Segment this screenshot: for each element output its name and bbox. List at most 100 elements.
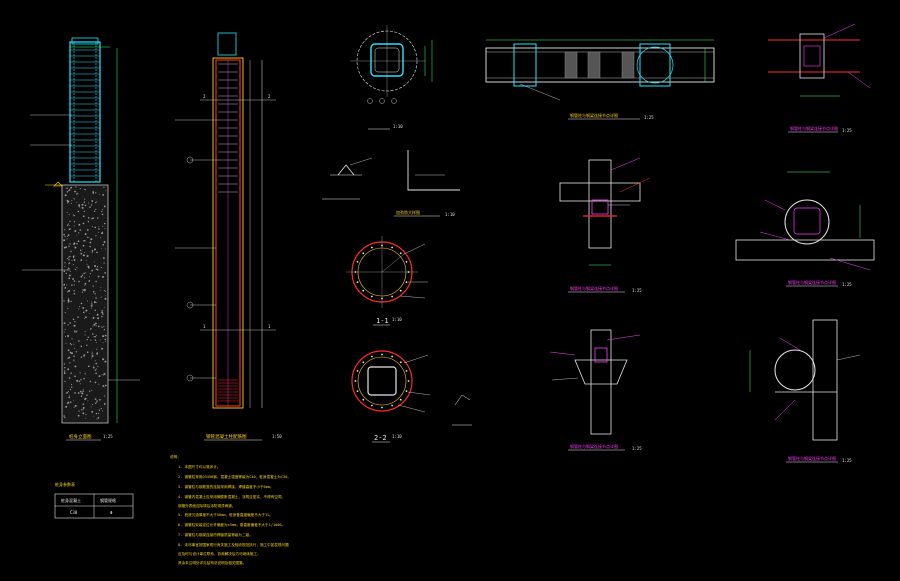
section-2-2-leader-c [397, 404, 426, 413]
aggregate-dot [103, 241, 106, 243]
aggregate-dot [91, 250, 94, 252]
aggregate-dot [95, 412, 98, 415]
table-cell-2: Φ [110, 510, 113, 515]
aggregate-dot [73, 284, 75, 286]
aggregate-dot [74, 392, 76, 394]
aggregate-dot [83, 202, 85, 203]
beam-elevation-drawing: 钢管柱与钢梁连接节点详图 1:25 [485, 39, 715, 120]
aggregate-dot [96, 418, 98, 420]
aggregate-dot [67, 298, 70, 300]
aggregate-dot [91, 403, 93, 406]
aggregate-dot [101, 311, 104, 314]
aggregate-dot [91, 301, 93, 303]
aggregate-dot [73, 290, 75, 292]
aggregate-dot [64, 417, 66, 419]
aggregate-dot [76, 234, 77, 236]
aggregate-dot [84, 373, 86, 375]
aggregate-dot [95, 280, 97, 283]
detail-small-scale: 1:10 [445, 212, 455, 217]
aggregate-dot [87, 265, 90, 268]
aggregate-dot [69, 322, 71, 324]
aggregate-dot [104, 338, 107, 341]
section-tag-1-right: 1 [268, 324, 271, 329]
aggregate-dot [74, 404, 77, 407]
node-a-title: 钢管柱与钢梁连接节点详图 [570, 285, 618, 291]
aggregate-dot [64, 367, 66, 369]
aggregate-dot [105, 189, 107, 191]
aggregate-dot [90, 238, 93, 241]
aggregate-dot [103, 402, 106, 405]
node-b-column [590, 329, 612, 435]
aggregate-dot [82, 390, 84, 392]
section-1-1-label: 1-1 [376, 317, 389, 325]
aggregate-dot [68, 290, 70, 291]
aggregate-dot [65, 246, 68, 248]
aggregate-dot [96, 266, 99, 268]
rebar-hoops [218, 60, 238, 406]
aggregate-dot [86, 263, 88, 265]
section-top-scale: 1:10 [393, 124, 403, 129]
aggregate-dot [101, 231, 104, 233]
node-b-title: 钢管柱与钢梁连接节点详图 [570, 443, 618, 449]
aggregate-dot [80, 345, 83, 348]
aggregate-dot [73, 406, 75, 408]
aggregate-dot [92, 366, 95, 369]
aggregate-dot [83, 188, 85, 190]
node-e-drawing: 钢管柱与钢梁连接节点详图 1:25 [749, 319, 861, 463]
aggregate-dot [104, 384, 107, 387]
aggregate-dot [68, 223, 69, 225]
node-a-leader-1 [610, 157, 641, 171]
aggregate-dot [93, 323, 96, 326]
aggregate-dot [102, 257, 105, 259]
aggregate-dot [92, 325, 94, 327]
aggregate-dot [103, 205, 106, 208]
aggregate-dot [82, 389, 84, 391]
rebar-dot [356, 390, 359, 392]
aggregate-dot [74, 246, 77, 249]
rebar-dot [371, 295, 373, 298]
aggregate-dot [76, 266, 78, 269]
aggregate-dot [97, 275, 100, 278]
aggregate-dot [85, 316, 87, 319]
aggregate-dot [101, 326, 103, 328]
aggregate-dot [104, 294, 106, 296]
aggregate-dot [67, 357, 69, 359]
aggregate-dot [66, 191, 69, 193]
aggregate-dot [72, 256, 75, 259]
aggregate-dot [82, 240, 84, 242]
aggregate-dot [77, 414, 80, 417]
aggregate-dot [99, 289, 101, 291]
aggregate-dot [76, 193, 78, 195]
aggregate-dot [92, 365, 94, 367]
aggregate-dot [95, 402, 97, 404]
aggregate-dot [84, 334, 86, 336]
aggregate-dot [89, 380, 92, 383]
aggregate-dot [99, 398, 101, 401]
node-c-column [799, 33, 825, 79]
stiffener-leader [349, 157, 373, 166]
aggregate-dot [67, 308, 69, 310]
aggregate-dot [78, 308, 80, 310]
aggregate-dot [80, 379, 82, 381]
aggregate-dot [103, 222, 106, 225]
notes-line-7: 6. 钢管柱安装定位允许偏差为±5mm，垂直度偏差不大于1/1000。 [178, 522, 285, 527]
aggregate-dot [68, 377, 71, 379]
beam-leader [519, 83, 561, 101]
aggregate-dot [94, 226, 97, 229]
aggregate-dot [84, 317, 86, 319]
aggregate-dot [104, 228, 106, 230]
aggregate-dot [65, 272, 67, 275]
aggregate-dot [67, 335, 69, 337]
aggregate-dot [86, 351, 89, 354]
aggregate-dot [84, 282, 87, 285]
node-a-beam [559, 182, 641, 202]
table-header-2: 钢管规格 [100, 497, 116, 503]
aggregate-dot [67, 190, 69, 192]
pile-reinforcement-title: 钢管混凝土柱配筋图 [206, 433, 247, 440]
aggregate-dot [64, 194, 67, 197]
aggregate-dot [69, 362, 71, 364]
aggregate-dot [90, 304, 93, 307]
aggregate-dot [81, 392, 83, 394]
aggregate-dot [101, 248, 103, 250]
callout-bubble-3 [186, 374, 194, 382]
